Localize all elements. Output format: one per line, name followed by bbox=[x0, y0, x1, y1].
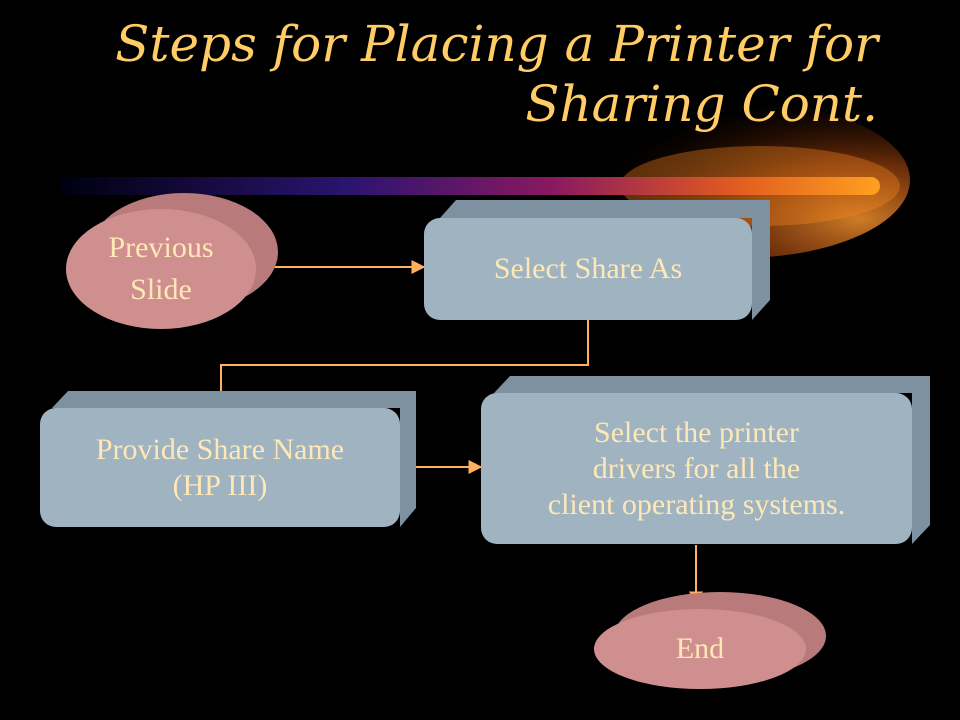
provide-share-name-node: Provide Share Name (HP III) bbox=[40, 408, 400, 527]
end-label: End bbox=[675, 632, 725, 665]
select-share-as-node: Select Share As bbox=[424, 218, 752, 320]
select-share-as-label: Select Share As bbox=[493, 252, 683, 285]
slide-title: Steps for Placing a Printer for Sharing … bbox=[115, 14, 878, 134]
select-printer-drivers-node: Select the printer drivers for all the c… bbox=[481, 393, 912, 544]
previous-slide-label: Previous Slide bbox=[108, 231, 214, 306]
select-printer-drivers-label: Select the printer drivers for all the c… bbox=[547, 415, 846, 521]
slide-title-line2: Sharing Cont. bbox=[525, 75, 878, 133]
provide-share-name-label: Provide Share Name (HP III) bbox=[95, 432, 345, 502]
previous-slide-node[interactable]: Previous Slide bbox=[66, 209, 256, 329]
connector-share-as-to-share-name bbox=[214, 320, 589, 409]
end-node: End bbox=[594, 609, 806, 689]
slide-title-line1: Steps for Placing a Printer for bbox=[115, 15, 878, 73]
